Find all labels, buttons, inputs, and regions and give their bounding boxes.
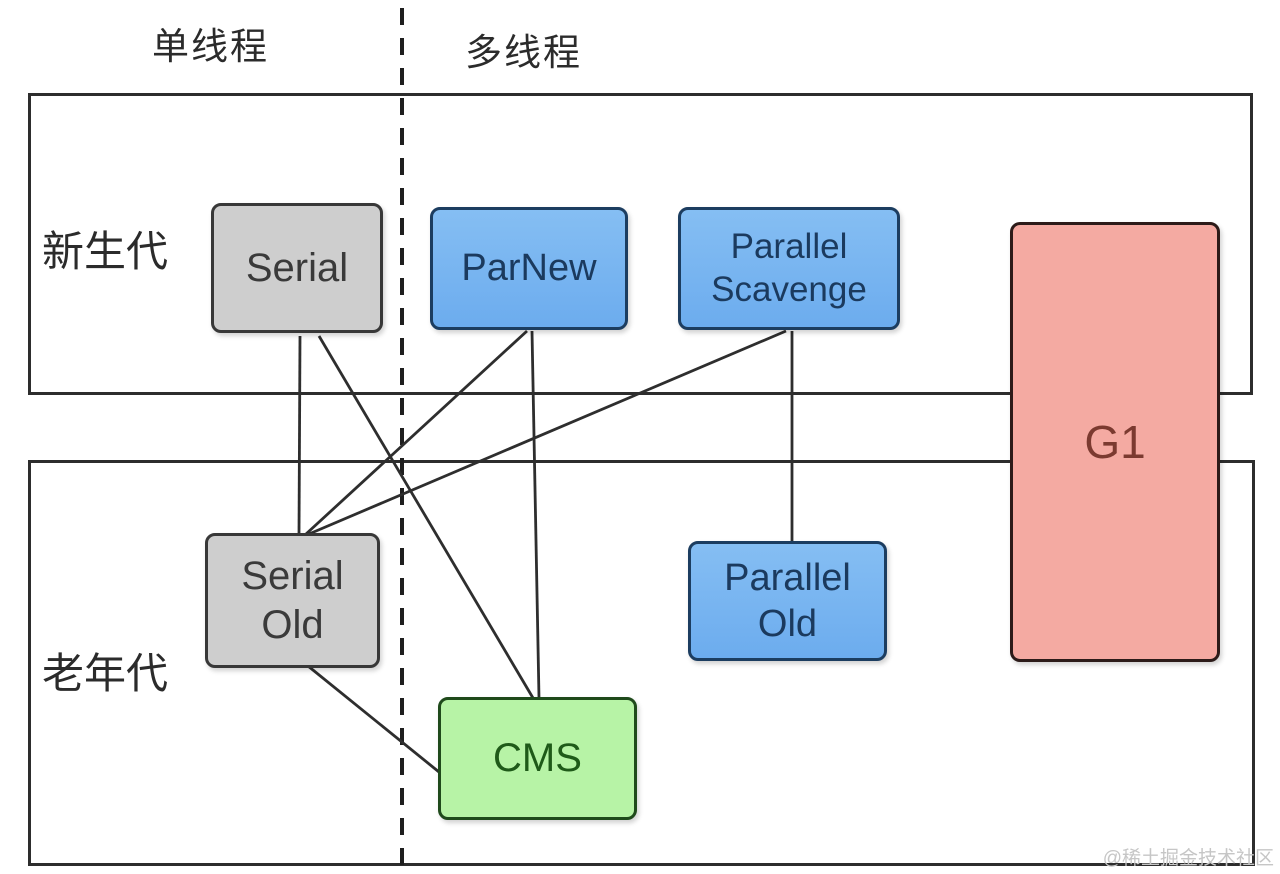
old-generation-label: 老年代 — [42, 650, 169, 697]
watermark: @稀土掘金技术社区 — [1102, 848, 1274, 869]
node-serial-old: Serial Old — [205, 533, 380, 668]
node-cms: CMS — [438, 697, 637, 820]
node-parallel-old: Parallel Old — [688, 541, 887, 661]
node-serial-old-label-line1: Serial — [241, 553, 344, 598]
node-parallel-old-label-line2: Old — [757, 603, 818, 645]
node-parnew: ParNew — [430, 207, 628, 330]
node-parallel-scavenge-label-line1: Parallel — [730, 226, 848, 266]
node-g1: G1 — [1010, 222, 1220, 662]
node-serial-label: Serial — [245, 245, 349, 290]
node-cms-label: CMS — [493, 736, 582, 781]
node-g1-label: G1 — [1084, 415, 1146, 468]
node-parnew-label: ParNew — [461, 247, 597, 290]
node-serial: Serial — [211, 203, 383, 333]
single-thread-label: 单线程 — [152, 26, 269, 67]
young-generation-label: 新生代 — [42, 228, 169, 275]
multi-thread-label: 多线程 — [465, 32, 582, 73]
node-parallel-scavenge-label-line2: Scavenge — [711, 269, 867, 309]
node-parallel-old-label-line1: Parallel — [724, 556, 851, 599]
node-parallel-scavenge: Parallel Scavenge — [678, 207, 900, 330]
node-serial-old-label-line2: Old — [261, 602, 324, 647]
